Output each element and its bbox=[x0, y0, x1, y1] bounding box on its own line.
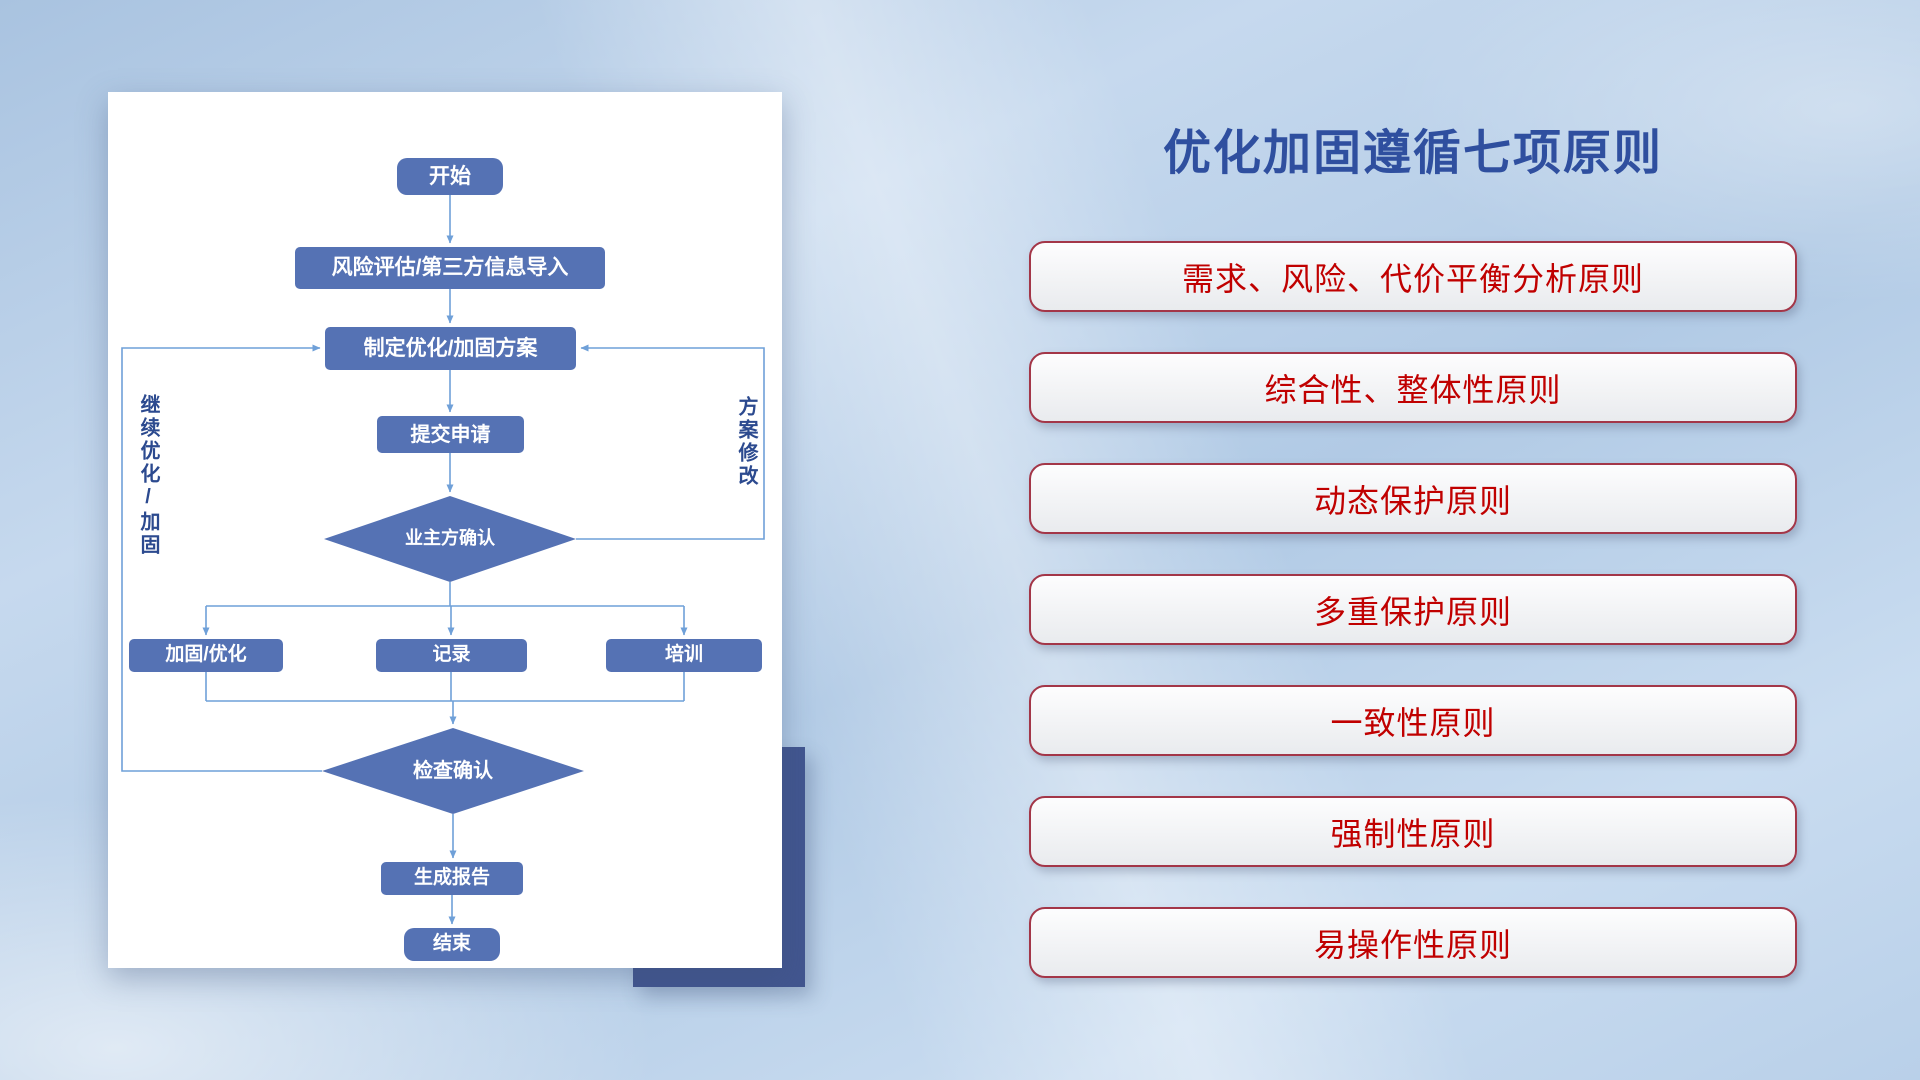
principle-item-operability: 易操作性原则 bbox=[1029, 907, 1797, 978]
slide-title: 优化加固遵循七项原则 bbox=[1162, 127, 1663, 180]
principle-item-mandatory: 强制性原则 bbox=[1029, 796, 1797, 867]
flowchart-panel: 开始 风险评估/第三方信息导入 制定优化/加固方案 提交申请 业主方确认 加固/… bbox=[108, 92, 782, 968]
flow-node-make-plan: 制定优化/加固方案 bbox=[325, 327, 576, 370]
flow-node-risk-import: 风险评估/第三方信息导入 bbox=[295, 247, 605, 289]
principle-item-multiple-protection: 多重保护原则 bbox=[1029, 574, 1797, 645]
principles-list: 需求、风险、代价平衡分析原则 综合性、整体性原则 动态保护原则 多重保护原则 一… bbox=[1029, 241, 1797, 978]
flow-node-reinforce: 加固/优化 bbox=[129, 639, 283, 672]
principle-item-comprehensive: 综合性、整体性原则 bbox=[1029, 352, 1797, 423]
principle-item-balance-analysis: 需求、风险、代价平衡分析原则 bbox=[1029, 241, 1797, 312]
flow-node-training: 培训 bbox=[606, 639, 762, 672]
loop-label-plan-modify: 方案修改 bbox=[735, 396, 757, 488]
flow-node-record: 记录 bbox=[376, 639, 527, 672]
flowchart-connectors bbox=[121, 195, 765, 925]
flow-node-end: 结束 bbox=[404, 928, 500, 961]
flow-node-report: 生成报告 bbox=[381, 862, 523, 895]
loop-label-continue-optimize: 继续优化/加固 bbox=[137, 394, 159, 557]
flow-node-submit: 提交申请 bbox=[377, 416, 524, 453]
principle-item-consistency: 一致性原则 bbox=[1029, 685, 1797, 756]
principle-item-dynamic-protection: 动态保护原则 bbox=[1029, 463, 1797, 534]
flow-node-start: 开始 bbox=[397, 158, 503, 195]
